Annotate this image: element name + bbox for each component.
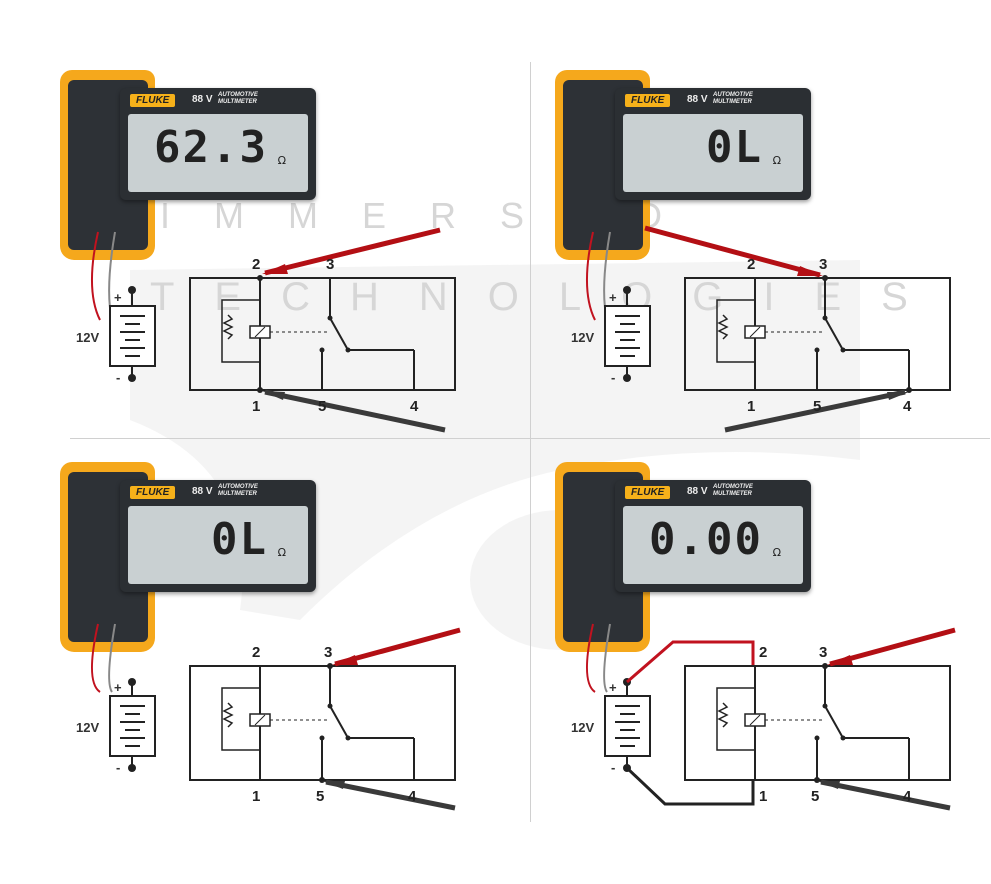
- lcd: 0L Ω: [128, 506, 308, 584]
- ohm-unit: Ω: [277, 546, 286, 559]
- meter-reading: 62.3: [154, 122, 268, 173]
- brand-logo: FLUKE: [625, 94, 671, 107]
- polarity-plus: +: [609, 680, 617, 695]
- polarity-minus: -: [611, 370, 616, 385]
- black-probe: [264, 389, 446, 433]
- pin-5: 5: [318, 398, 327, 415]
- pin-5: 5: [813, 398, 822, 415]
- pin-4: 4: [410, 398, 419, 415]
- pin-3: 3: [324, 644, 333, 661]
- lcd: 0L Ω: [623, 114, 803, 192]
- ohm-unit: Ω: [277, 154, 286, 167]
- pin-5: 5: [811, 788, 820, 805]
- brand-model: 88 V: [687, 486, 708, 497]
- battery-voltage: 12V: [571, 330, 595, 345]
- polarity-plus: +: [609, 290, 617, 305]
- relay-circuit: [585, 623, 956, 811]
- black-probe: [724, 389, 906, 433]
- relay-circuit: [91, 227, 456, 433]
- pin-1: 1: [252, 398, 261, 415]
- polarity-plus: +: [114, 290, 122, 305]
- polarity-plus: +: [114, 680, 122, 695]
- divider-horizontal: [70, 438, 990, 439]
- pin-2: 2: [252, 256, 261, 273]
- brand-logo: FLUKE: [130, 486, 176, 499]
- battery-voltage: 12V: [571, 720, 595, 735]
- brand-model: 88 V: [687, 94, 708, 105]
- red-probe: [644, 225, 821, 278]
- polarity-minus: -: [611, 760, 616, 775]
- brand-logo: FLUKE: [625, 486, 671, 499]
- polarity-minus: -: [116, 760, 121, 775]
- pin-4: 4: [903, 398, 912, 415]
- battery-voltage: 12V: [76, 330, 100, 345]
- black-probe: [325, 779, 456, 811]
- red-probe: [264, 227, 441, 276]
- pin-3: 3: [819, 644, 828, 661]
- black-probe: [820, 779, 951, 811]
- pin-4: 4: [903, 788, 912, 805]
- lcd: 0.00 Ω: [623, 506, 803, 584]
- lcd: 62.3 Ω: [128, 114, 308, 192]
- ohm-unit: Ω: [772, 546, 781, 559]
- brand-model: 88 V: [192, 94, 213, 105]
- battery-voltage: 12V: [76, 720, 100, 735]
- brand-model: 88 V: [192, 486, 213, 497]
- brand-logo: FLUKE: [130, 94, 176, 107]
- pin-2: 2: [759, 644, 768, 661]
- divider-vertical: [530, 62, 531, 822]
- pin-1: 1: [759, 788, 768, 805]
- meter-reading: 0L: [706, 122, 763, 173]
- pin-1: 1: [747, 398, 756, 415]
- red-jumper-wire: [626, 640, 755, 684]
- relay-circuit: [90, 623, 461, 811]
- pin-5: 5: [316, 788, 325, 805]
- meter-reading: 0L: [211, 514, 268, 565]
- polarity-minus: -: [116, 370, 121, 385]
- pin-2: 2: [747, 256, 756, 273]
- meter-reading: 0.00: [649, 514, 763, 565]
- pin-3: 3: [819, 256, 828, 273]
- pin-2: 2: [252, 644, 261, 661]
- pin-4: 4: [408, 788, 417, 805]
- pin-3: 3: [326, 256, 335, 273]
- black-jumper-wire: [625, 766, 755, 806]
- ohm-unit: Ω: [772, 154, 781, 167]
- pin-1: 1: [252, 788, 261, 805]
- relay-circuit: [586, 225, 951, 433]
